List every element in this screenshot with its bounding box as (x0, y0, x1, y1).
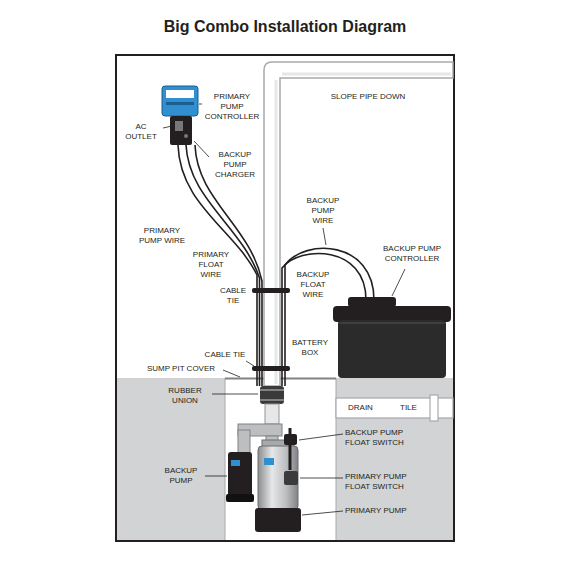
lid-seam (340, 323, 444, 324)
primary-float-switch (284, 471, 298, 485)
part-label: RUBBER UNION (160, 386, 210, 406)
leader-line (194, 141, 209, 157)
frame (116, 55, 454, 541)
wire-label: PRIMARY PUMP WIRE (138, 226, 186, 246)
leader-line (323, 228, 326, 245)
ac-plug (175, 121, 183, 131)
discharge-pipe (264, 62, 453, 386)
leader-line (163, 126, 172, 128)
pipe-stub (265, 404, 279, 424)
part-label: PRIMARY PUMP (345, 506, 415, 516)
primary-controller (162, 86, 198, 116)
backup-controller (348, 297, 396, 307)
leader-line (300, 478, 343, 479)
pit-wall (225, 378, 226, 540)
part-label: DRAIN (348, 403, 388, 413)
cable-tie (252, 366, 290, 371)
part-label: PRIMARY PUMP FLOAT SWITCH (345, 472, 415, 492)
controller-stripe (166, 102, 194, 105)
part-label: BACKUP PUMP CONTROLLER (374, 244, 450, 264)
leader-line (212, 394, 258, 395)
wire (186, 145, 260, 386)
ground (117, 378, 225, 540)
pipe-shade (282, 73, 451, 76)
ground (336, 378, 453, 540)
union-clamp (260, 389, 284, 391)
leader-line (246, 361, 254, 366)
diagram-title: Big Combo Installation Diagram (0, 18, 570, 36)
pump-logo (264, 458, 274, 465)
wire-label: PRIMARY FLOAT WIRE (188, 250, 234, 280)
part-label: CABLE TIE (198, 350, 252, 360)
wire (178, 145, 257, 386)
leader-line (223, 370, 240, 377)
controller-label (166, 90, 194, 98)
primary-pump-base (255, 508, 301, 532)
wire-label: BACKUP PUMP WIRE (300, 196, 346, 226)
cable-tie (252, 288, 290, 293)
rubber-union (260, 386, 284, 404)
part-label: BACKUP PUMP FLOAT SWITCH (345, 428, 415, 448)
leader-line (302, 511, 343, 515)
part-label: SLOPE PIPE DOWN (318, 92, 418, 102)
leader-line (205, 476, 227, 477)
part-label: BATTERY BOX (288, 338, 332, 358)
part-label: CABLE TIE (214, 286, 252, 306)
part-label: PRIMARY PUMP CONTROLLER (203, 92, 261, 122)
battery-box (338, 320, 446, 378)
part-label: SUMP PIT COVER (140, 364, 222, 374)
union-clamp (260, 399, 284, 401)
part-label: TILE (400, 403, 430, 413)
leader-line (392, 269, 405, 296)
battery-lid (333, 306, 451, 322)
pump-logo (231, 460, 240, 466)
leader-line (299, 434, 343, 440)
tee-pipe (238, 430, 250, 454)
part-label: AC OUTLET (120, 122, 162, 142)
charger-light (184, 134, 188, 138)
backup-pump-base (226, 494, 254, 502)
backup-pump (228, 452, 252, 498)
primary-pump (258, 446, 298, 510)
part-label: BACKUP PUMP (158, 466, 204, 486)
pipe-shade (275, 80, 278, 384)
leader-line (199, 104, 202, 105)
pipe-coupling (430, 395, 438, 421)
backup-float-switch (284, 434, 297, 445)
part-label: BACKUP PUMP CHARGER (210, 150, 260, 180)
backup-charger (170, 116, 192, 145)
wire-label: BACKUP FLOAT WIRE (291, 270, 335, 300)
